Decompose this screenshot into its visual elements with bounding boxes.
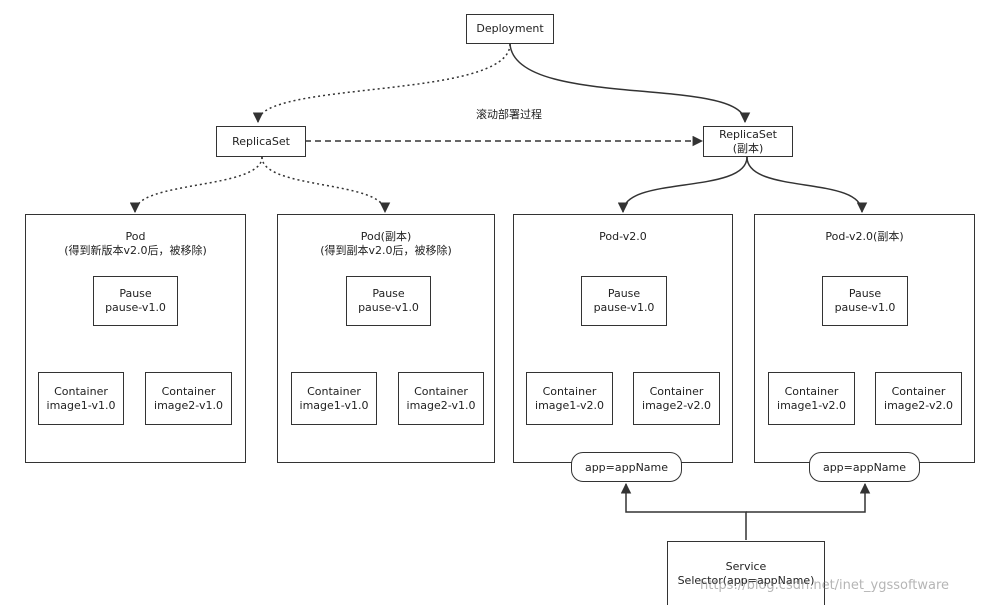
pause-image: pause-v1.0 [593, 301, 655, 314]
replicaset-new-sublabel: (副本) [732, 141, 764, 155]
pod-3-container-2[interactable]: Container image2-v2.0 [633, 372, 720, 425]
pause-image: pause-v1.0 [358, 301, 419, 314]
pod-4-pause[interactable]: Pause pause-v1.0 [822, 276, 908, 326]
edge-deployment-to-replicaset-new [509, 43, 751, 124]
pod-2-container-1[interactable]: Container image1-v1.0 [291, 372, 377, 425]
pod-2-container-2[interactable]: Container image2-v1.0 [398, 372, 484, 425]
container-image: image1-v1.0 [46, 398, 116, 412]
watermark: https://blog.csdn.net/inet_ygssoftware [700, 578, 950, 593]
pause-title: Pause [848, 287, 882, 300]
edge-replicaset-new-to-pod3 [617, 156, 748, 214]
edge-service-to-label-right [746, 482, 871, 513]
pause-title: Pause [372, 287, 405, 300]
pod-3-label[interactable]: app=appName [571, 452, 682, 482]
pod-title: Pod [125, 230, 146, 243]
container-title: Container [542, 384, 597, 398]
container-title: Container [649, 384, 704, 398]
container-image: image2-v1.0 [154, 398, 223, 412]
pause-image: pause-v1.0 [105, 301, 166, 314]
pod-4-container-2[interactable]: Container image2-v2.0 [875, 372, 962, 425]
pause-title: Pause [119, 287, 152, 300]
pod-2[interactable]: Pod(副本) (得到副本v2.0后，被移除) [277, 214, 495, 463]
edge-replicaset-old-to-pod1 [129, 156, 263, 214]
replicaset-old-label: ReplicaSet [232, 134, 290, 148]
container-title: Container [307, 384, 361, 398]
container-title: Container [784, 384, 839, 398]
pod-4-container-1[interactable]: Container image1-v2.0 [768, 372, 855, 425]
replicaset-new-label: ReplicaSet [719, 127, 777, 141]
service-selector: Selector(app=appName) [677, 573, 815, 587]
pod-title: Pod(副本) [360, 230, 412, 243]
pause-image: pause-v1.0 [834, 301, 896, 314]
container-title: Container [891, 384, 946, 398]
replicaset-new-node[interactable]: ReplicaSet (副本) [703, 126, 793, 157]
service-title: Service [725, 559, 767, 573]
pod-title: Pod-v2.0 [599, 230, 647, 243]
replicaset-old-node[interactable]: ReplicaSet [216, 126, 306, 157]
label-text: app=appName [822, 460, 907, 474]
pod-4-label[interactable]: app=appName [809, 452, 920, 482]
edge-replicaset-old-to-pod2 [261, 156, 391, 214]
rolling-update-label: 滚动部署过程 [476, 108, 542, 121]
container-image: image1-v1.0 [299, 398, 369, 412]
pod-subtitle: (得到副本v2.0后，被移除) [320, 244, 452, 257]
container-image: image2-v2.0 [642, 398, 711, 412]
pod-title: Pod-v2.0(副本) [825, 230, 904, 243]
pod-1[interactable]: Pod (得到新版本v2.0后，被移除) [25, 214, 246, 463]
pod-subtitle: (得到新版本v2.0后，被移除) [64, 244, 207, 257]
pod-2-pause[interactable]: Pause pause-v1.0 [346, 276, 431, 326]
container-title: Container [414, 384, 468, 398]
container-image: image1-v2.0 [535, 398, 604, 412]
label-text: app=appName [584, 460, 669, 474]
edge-service-to-label-left [620, 482, 747, 540]
container-title: Container [54, 384, 108, 398]
container-image: image2-v1.0 [406, 398, 476, 412]
pod-1-pause[interactable]: Pause pause-v1.0 [93, 276, 178, 326]
pod-1-container-2[interactable]: Container image2-v1.0 [145, 372, 232, 425]
pause-title: Pause [607, 287, 641, 300]
container-image: image1-v2.0 [777, 398, 846, 412]
deployment-node[interactable]: Deployment [466, 14, 554, 44]
pod-3-container-1[interactable]: Container image1-v2.0 [526, 372, 613, 425]
service-node[interactable]: Service Selector(app=appName) [667, 541, 825, 605]
pod-3-pause[interactable]: Pause pause-v1.0 [581, 276, 667, 326]
pod-1-container-1[interactable]: Container image1-v1.0 [38, 372, 124, 425]
container-image: image2-v2.0 [884, 398, 953, 412]
edge-deployment-to-replicaset-old [252, 43, 511, 124]
pod-3[interactable]: Pod-v2.0 [513, 214, 733, 463]
edge-replicaset-new-to-pod4 [746, 156, 868, 214]
container-title: Container [161, 384, 216, 398]
deployment-label: Deployment [476, 22, 544, 35]
pod-4[interactable]: Pod-v2.0(副本) [754, 214, 975, 463]
